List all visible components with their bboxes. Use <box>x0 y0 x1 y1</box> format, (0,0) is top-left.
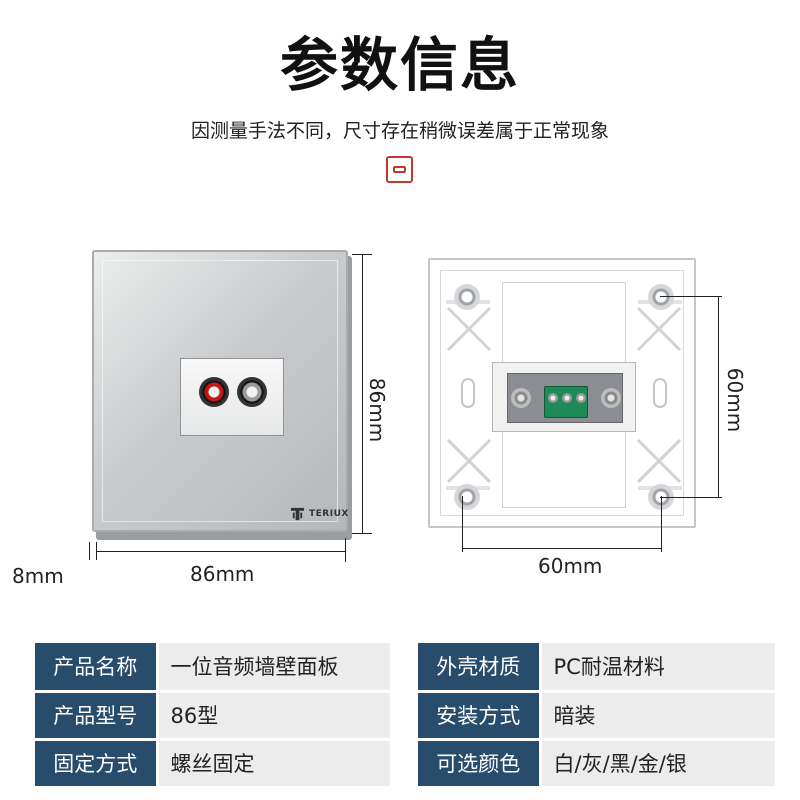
dimension-tick <box>352 533 372 534</box>
mount-slot <box>461 378 475 408</box>
mount-slot <box>653 378 667 408</box>
audio-module <box>180 358 284 436</box>
dimension-tick <box>345 538 346 562</box>
spec-key: 可选颜色 <box>418 739 540 789</box>
brand-name: TERIUX <box>309 508 349 519</box>
terminal-block <box>544 386 588 418</box>
table-row: 可选颜色 白/灰/黑/金/银 <box>418 739 775 789</box>
terminal-module <box>492 362 636 432</box>
page-title: 参数信息 <box>279 31 520 99</box>
screw-hole-icon <box>454 484 480 510</box>
height-dimension-line <box>362 254 363 534</box>
table-row: 产品名称 一位音频墙壁面板 <box>35 643 390 693</box>
dimension-tick <box>660 296 722 297</box>
spec-table-left: 产品名称 一位音频墙壁面板 产品型号 86型 固定方式 螺丝固定 <box>35 643 390 789</box>
table-row: 安装方式 暗装 <box>418 691 775 741</box>
screw-hole-icon <box>454 284 480 310</box>
spec-value: 86型 <box>155 691 390 741</box>
dimension-tick <box>660 497 722 498</box>
dimension-tick <box>462 496 463 552</box>
back-width-label: 60mm <box>538 554 603 578</box>
red-rca-jack-icon <box>199 377 229 407</box>
dimension-tick <box>96 542 97 560</box>
dimension-tick <box>89 542 90 560</box>
spec-key: 产品名称 <box>35 643 157 693</box>
front-height-label: 86mm <box>365 377 389 443</box>
spec-value: 暗装 <box>538 691 775 741</box>
front-width-label: 86mm <box>190 562 255 586</box>
dimension-tick <box>352 254 372 255</box>
table-row: 产品型号 86型 <box>35 691 390 741</box>
back-height-dimension-line <box>718 296 719 497</box>
spec-value: 白/灰/黑/金/银 <box>538 739 775 789</box>
nut-icon <box>511 388 531 408</box>
spec-value: 一位音频墙壁面板 <box>155 643 390 693</box>
spec-value: 螺丝固定 <box>155 739 390 789</box>
brand-mark-icon <box>290 507 305 521</box>
socket-icon <box>386 156 413 183</box>
nut-icon <box>601 388 621 408</box>
front-depth-label: 8mm <box>12 564 64 588</box>
back-height-label: 60mm <box>723 367 747 433</box>
spec-key: 外壳材质 <box>418 643 540 693</box>
dimension-tick <box>661 496 662 552</box>
page-subtitle: 因测量手法不同，尺寸存在稍微误差属于正常现象 <box>190 120 609 142</box>
spec-key: 产品型号 <box>35 691 157 741</box>
white-rca-jack-icon <box>237 377 267 407</box>
back-width-dimension-line <box>462 548 662 549</box>
spec-key: 固定方式 <box>35 739 157 789</box>
brand-logo: TERIUX <box>290 506 349 521</box>
spec-key: 安装方式 <box>418 691 540 741</box>
table-row: 外壳材质 PC耐温材料 <box>418 643 775 693</box>
width-dimension-line <box>96 551 346 552</box>
table-row: 固定方式 螺丝固定 <box>35 739 390 789</box>
back-panel-image <box>428 258 696 528</box>
screw-hole-icon <box>648 284 674 310</box>
spec-table-right: 外壳材质 PC耐温材料 安装方式 暗装 可选颜色 白/灰/黑/金/银 <box>418 643 775 789</box>
front-panel-image: TERIUX <box>92 250 348 532</box>
spec-value: PC耐温材料 <box>538 643 775 693</box>
